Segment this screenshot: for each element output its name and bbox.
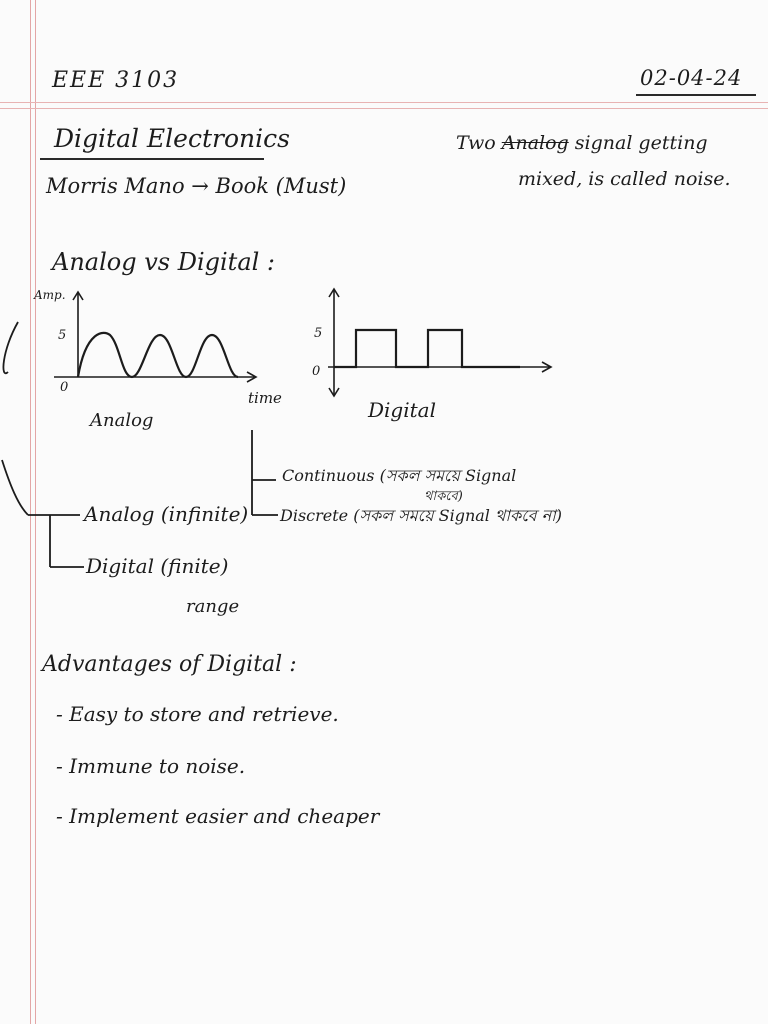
header-rule	[0, 102, 768, 103]
side-note-line-2: mixed, is called noise.	[518, 168, 731, 190]
margin-line	[35, 0, 36, 1024]
side-note-suffix: signal getting	[574, 132, 708, 154]
digital-x-arrow	[541, 361, 553, 373]
digital-waveform	[334, 328, 520, 369]
section-heading-analog-vs-digital: Analog vs Digital :	[52, 248, 276, 276]
continuous-definition: Continuous (সকল সময়ে Signal	[282, 466, 517, 485]
note-date: 02-04-24	[640, 66, 743, 90]
range-note: range	[186, 596, 240, 617]
analog-caption: Analog	[90, 410, 154, 431]
continuous-definition-continued: থাকবে)	[424, 489, 463, 504]
page-title: Digital Electronics	[54, 124, 290, 153]
course-code: EEE 3103	[52, 68, 180, 93]
title-underline	[40, 158, 264, 160]
digital-y-arrow	[328, 287, 340, 298]
analog-y-label: Amp.	[33, 288, 66, 302]
digital-range-item: Digital (finite)	[86, 554, 229, 578]
analog-signal-graph: Amp. 5 0 time	[33, 288, 282, 407]
advantage-item: - Implement easier and cheaper	[56, 804, 380, 828]
analog-x-arrow	[246, 371, 258, 383]
header-rule	[0, 108, 768, 109]
date-underline	[636, 94, 756, 96]
side-note-line-1: Two Analog signal getting	[456, 134, 708, 153]
classification-brackets	[1, 321, 278, 568]
digital-signal-graph: 5 0	[312, 287, 553, 398]
digital-y-arrow-down	[328, 387, 340, 398]
advantage-item: - Immune to noise.	[56, 754, 246, 778]
analog-waveform	[76, 331, 239, 379]
reference-note: Morris Mano → Book (Must)	[46, 174, 347, 198]
analog-y-arrow	[72, 290, 84, 301]
analog-range-item: Analog (infinite)	[84, 502, 249, 526]
digital-tick-high: 5	[314, 326, 322, 341]
analog-x-label: time	[248, 389, 282, 407]
discrete-definition: Discrete (সকল সময়ে Signal থাকবে না)	[280, 506, 563, 525]
digital-caption: Digital	[368, 398, 436, 422]
advantage-item: - Easy to store and retrieve.	[56, 702, 339, 726]
left-arc-bottom	[1, 459, 29, 516]
analog-tick-high: 5	[58, 328, 66, 343]
side-note-struck-word: Analog	[501, 132, 569, 154]
digital-tick-origin: 0	[312, 364, 320, 379]
left-arc-top	[2, 321, 19, 375]
analog-tick-origin: 0	[60, 380, 68, 395]
advantages-heading: Advantages of Digital :	[42, 652, 297, 677]
margin-line	[30, 0, 31, 1024]
side-note-prefix: Two	[456, 132, 496, 154]
